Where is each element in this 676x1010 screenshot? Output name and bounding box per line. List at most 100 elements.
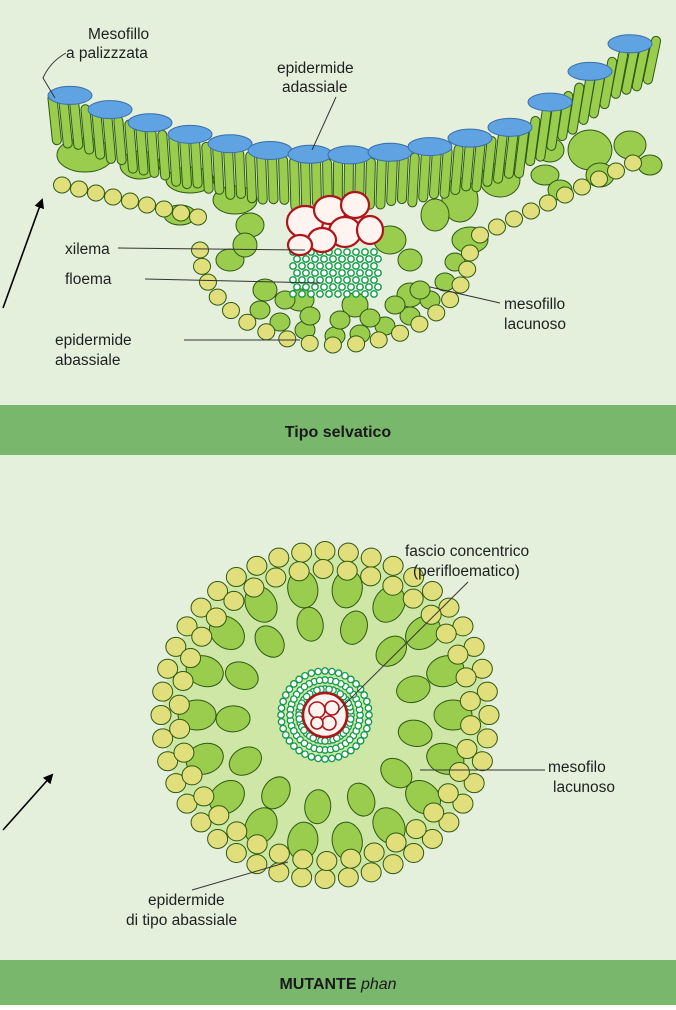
- phloem-cell: [355, 723, 361, 729]
- label-mutant-spongy-line2: lacunoso: [553, 779, 615, 796]
- abaxial-epidermis-cell: [244, 578, 264, 597]
- spongy-mesophyll-cell: [385, 296, 405, 314]
- abaxial-epidermis-cell: [421, 605, 441, 624]
- abaxial-epidermis-cell: [169, 695, 189, 714]
- palisade-cell: [387, 156, 398, 206]
- abaxial-epidermis-cell: [105, 189, 122, 205]
- phloem-cell: [375, 256, 381, 262]
- abaxial-epidermis-cell: [625, 155, 642, 171]
- phloem-cell: [312, 270, 318, 276]
- phloem-cell: [357, 256, 363, 262]
- phloem-cell: [366, 284, 372, 290]
- phloem-cell: [326, 291, 332, 297]
- abaxial-epidermis-cell: [383, 855, 403, 874]
- phloem-cell: [371, 277, 377, 283]
- abaxial-epidermis-cell: [540, 195, 557, 211]
- phloem-cell: [303, 284, 309, 290]
- phloem-cell: [348, 284, 354, 290]
- phloem-cell: [322, 756, 328, 762]
- abaxial-epidermis-cell: [361, 567, 381, 586]
- palisade-cell: [290, 157, 300, 211]
- mutant-band-label: MUTANTE phan: [279, 976, 396, 993]
- abaxial-epidermis-cell: [191, 813, 211, 832]
- phloem-cell: [330, 270, 336, 276]
- phloem-cell: [287, 712, 293, 718]
- phloem-cell: [326, 263, 332, 269]
- abaxial-epidermis-cell: [404, 843, 424, 862]
- abaxial-epidermis-cell: [406, 820, 426, 839]
- abaxial-epidermis-cell: [301, 335, 318, 351]
- label-palisade-line1: Mesofillo: [88, 26, 149, 43]
- spongy-mesophyll-cell: [398, 249, 422, 271]
- abaxial-epidermis-cell: [292, 868, 312, 887]
- phloem-cell: [291, 696, 297, 702]
- phloem-cell: [353, 263, 359, 269]
- xylem-vessel: [309, 702, 325, 718]
- abaxial-epidermis-cell: [199, 274, 216, 290]
- phloem-cell: [329, 668, 335, 674]
- phloem-cell: [326, 277, 332, 283]
- phloem-cell: [317, 263, 323, 269]
- palisade-cell: [376, 157, 387, 209]
- abaxial-epidermis-cell: [192, 627, 212, 646]
- phloem-cell: [335, 277, 341, 283]
- wild-type-band-label: Tipo selvatico: [285, 424, 392, 441]
- phloem-cell: [371, 249, 377, 255]
- spongy-mesophyll-cell: [330, 311, 350, 329]
- wild-type-phloem: [290, 249, 381, 297]
- abaxial-epidermis-cell: [247, 556, 267, 575]
- xylem-vessel: [311, 717, 323, 729]
- palisade-cell: [246, 151, 257, 203]
- abaxial-epidermis-cell: [71, 181, 88, 197]
- palisade-cell: [235, 149, 246, 198]
- abaxial-epidermis-cell: [370, 332, 387, 348]
- spongy-mesophyll-cell: [300, 307, 320, 325]
- abaxial-epidermis-cell: [479, 706, 499, 725]
- abaxial-epidermis-cell: [151, 706, 171, 725]
- phloem-cell: [366, 712, 372, 718]
- phloem-cell: [308, 263, 314, 269]
- phloem-cell: [280, 725, 286, 731]
- phloem-cell: [357, 738, 363, 744]
- phloem-cell: [308, 670, 314, 676]
- phloem-cell: [348, 256, 354, 262]
- abaxial-epidermis-cell: [452, 277, 469, 293]
- phloem-cell: [330, 284, 336, 290]
- phloem-cell: [344, 291, 350, 297]
- adaxial-epidermis-cell: [288, 145, 332, 163]
- phloem-cell: [312, 256, 318, 262]
- abaxial-epidermis-cell: [442, 292, 459, 308]
- spongy-mesophyll-cell: [236, 213, 264, 237]
- phloem-cell: [283, 732, 289, 738]
- abaxial-epidermis-cell: [383, 576, 403, 595]
- phloem-cell: [286, 686, 292, 692]
- abaxial-epidermis-cell: [317, 851, 337, 870]
- phloem-cell: [366, 256, 372, 262]
- mutant-band-label-regular: MUTANTE: [279, 976, 360, 993]
- abaxial-epidermis-cell: [591, 171, 608, 187]
- phloem-cell: [335, 670, 341, 676]
- abaxial-epidermis-cell: [315, 870, 335, 889]
- abaxial-epidermis-cell: [324, 337, 341, 353]
- abaxial-epidermis-cell: [226, 843, 246, 862]
- phloem-cell: [278, 705, 284, 711]
- phloem-cell: [296, 716, 302, 722]
- phloem-cell: [335, 291, 341, 297]
- adaxial-epidermis-cell: [168, 125, 212, 143]
- abaxial-epidermis-cell: [428, 305, 445, 321]
- phloem-cell: [344, 249, 350, 255]
- phloem-cell: [321, 256, 327, 262]
- label-palisade-line2: a palizzzata: [66, 45, 148, 62]
- abaxial-epidermis-cell: [170, 719, 190, 738]
- xylem-vessel: [357, 216, 383, 244]
- phloem-cell: [375, 284, 381, 290]
- adaxial-epidermis-cell: [408, 138, 452, 156]
- phloem-cell: [371, 263, 377, 269]
- label-xylem: xilema: [65, 241, 110, 258]
- abaxial-epidermis-cell: [122, 193, 139, 209]
- abaxial-epidermis-cell: [139, 197, 156, 213]
- abaxial-epidermis-cell: [436, 624, 456, 643]
- phloem-cell: [362, 291, 368, 297]
- abaxial-epidermis-cell: [173, 671, 193, 690]
- abaxial-epidermis-cell: [239, 314, 256, 330]
